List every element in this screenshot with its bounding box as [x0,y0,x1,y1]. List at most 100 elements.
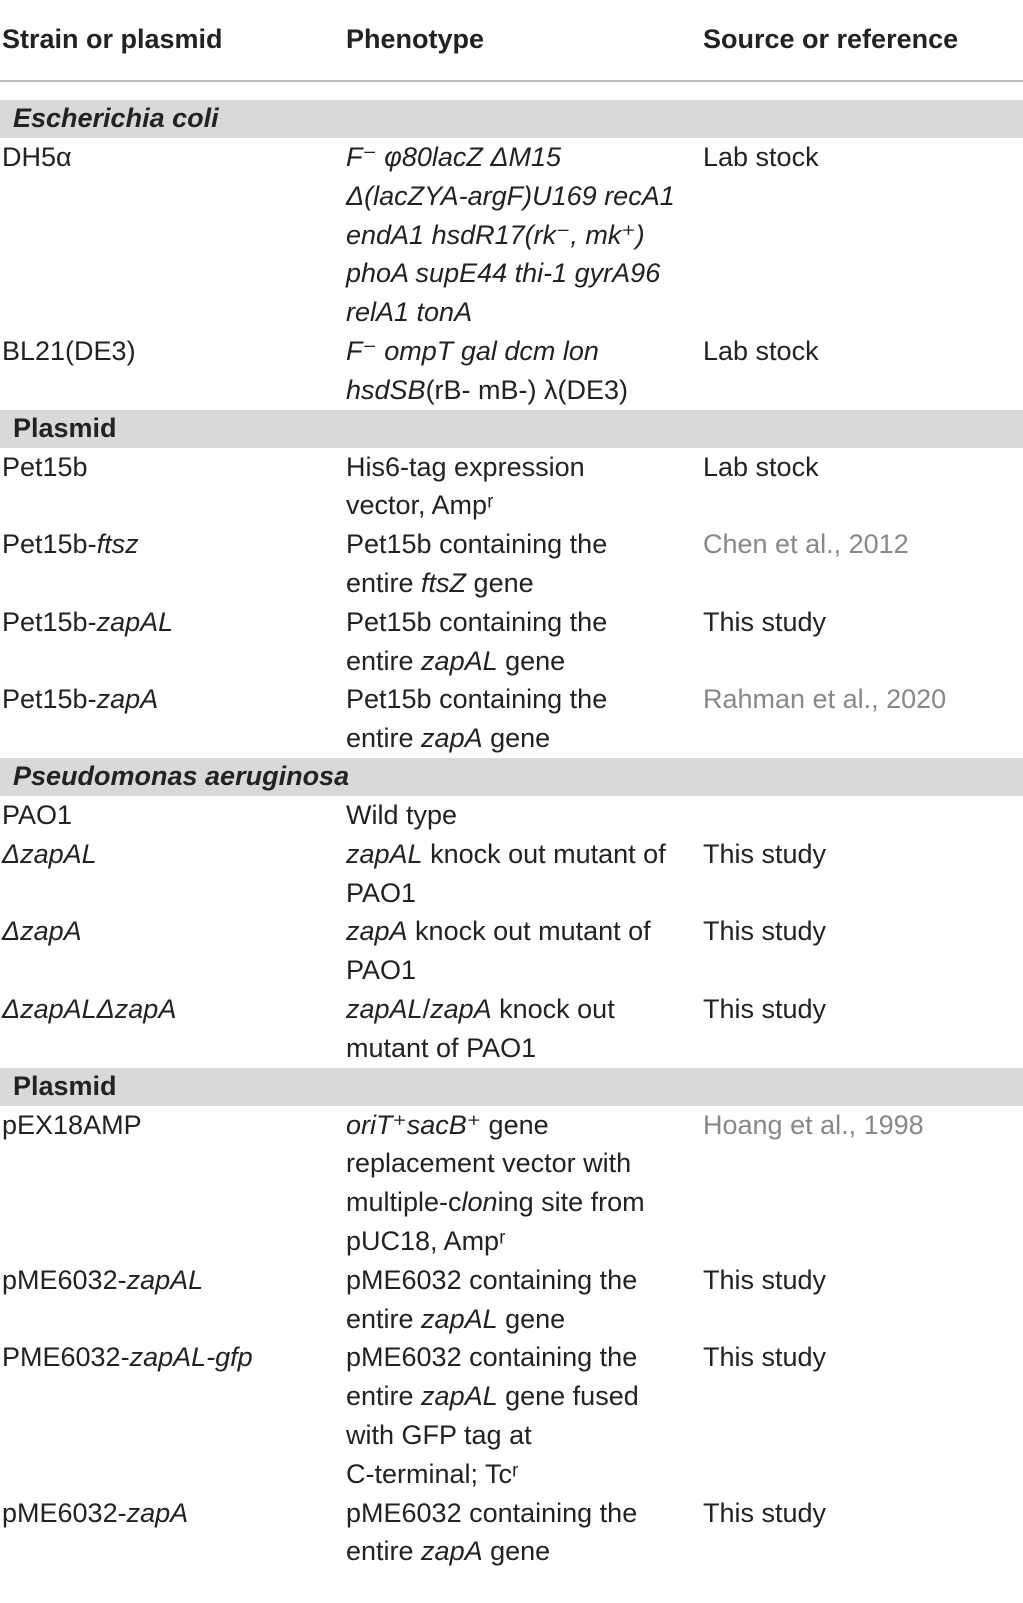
phenotype-line: entire zapA gene [346,1536,551,1567]
phenotype-cell: pME6032 containing the entire zapAL gene … [346,1338,696,1493]
table-row: pME6032-zapAL pME6032 containing the entir… [0,1261,1023,1339]
strain-name: ΔzapAL [2,838,97,869]
source-text: This study [703,1342,827,1373]
table-row: Pet15b-zapA Pet15b containing the entire z… [0,680,1023,758]
strain-cell: Pet15b [2,448,342,487]
phenotype-line: His6-tag expression [346,451,585,482]
phenotype-line: Pet15b containing the [346,606,608,637]
strain-name: PAO1 [2,799,73,830]
strain-cell: Pet15b-zapAL [2,603,342,642]
section-header: Plasmid [0,409,1023,448]
phenotype-line: pME6032 containing the [346,1497,638,1528]
strain-cell: PAO1 [2,796,342,835]
phenotype-cell: Pet15b containing the entire ftsZ gene [346,525,696,603]
reference-link[interactable]: Rahman et al., 2020 [703,680,1023,719]
phenotype-line: pME6032 containing the [346,1264,638,1295]
phenotype-line: zapAL/zapA knock out [346,993,615,1024]
strain-name: Pet15b-zapA [2,684,159,715]
phenotype-line: Pet15b containing the [346,684,608,715]
phenotype-line: entire zapAL gene fused [346,1381,639,1412]
phenotype-line: relA1 tonA [346,297,473,328]
phenotype-line: pUC18, Ampʳ [346,1225,506,1256]
reference-link[interactable]: Hoang et al., 1998 [703,1106,1023,1145]
section-header: Plasmid [0,1067,1023,1106]
source-cell: This study [703,912,1023,951]
phenotype-cell: Wild type [346,796,696,835]
source-cell: Lab stock [703,332,1023,371]
source-text: This study [703,1497,827,1528]
strain-name: ΔzapALΔzapA [2,993,177,1024]
phenotype-line: Δ(lacZYA-argF)U169 recA1 [346,180,675,211]
strain-name: BL21(DE3) [2,336,136,366]
phenotype-line: PAO1 [346,955,417,986]
phenotype-line: F⁻ ompT gal dcm lon [346,336,599,366]
strain-name: pME6032-zapA [2,1497,189,1528]
strain-cell: PME6032-zapAL-gfp [2,1338,342,1377]
phenotype-cell: Pet15b containing the entire zapAL gene [346,603,696,681]
source-cell: This study [703,835,1023,874]
strain-name: ΔzapA [2,916,82,947]
strain-cell: pME6032-zapAL [2,1261,342,1300]
source-cell: Lab stock [703,138,1023,177]
table-row: PAO1 Wild type [0,796,1023,835]
source-cell: This study [703,1494,1023,1533]
phenotype-line: pME6032 containing the [346,1342,638,1373]
phenotype-cell: pME6032 containing the entire zapAL gene [346,1261,696,1339]
phenotype-line: with GFP tag at [346,1419,532,1450]
phenotype-cell: pME6032 containing the entire zapA gene [346,1494,696,1572]
source-text: Lab stock [703,451,819,482]
header-strain: Strain or plasmid [2,24,223,54]
source-cell: This study [703,1338,1023,1377]
source-text: Rahman et al., 2020 [703,684,947,715]
strain-cell: pEX18AMP [2,1106,342,1145]
source-text: This study [703,993,827,1024]
source-text: Hoang et al., 1998 [703,1109,924,1140]
source-text: Lab stock [703,336,819,366]
section-title: Plasmid [13,1070,117,1101]
source-text: Lab stock [703,142,819,172]
phenotype-line: PAO1 [346,877,417,908]
phenotype-line: multiple-cloning site from [346,1187,645,1218]
phenotype-line: entire zapA gene [346,723,551,754]
source-text: This study [703,916,827,947]
phenotype-line: phoA supE44 thi-1 gyrA96 [346,258,661,289]
strain-cell: ΔzapALΔzapA [2,990,342,1029]
source-cell: This study [703,990,1023,1029]
phenotype-line: entire zapAL gene [346,1303,566,1334]
phenotype-cell: Pet15b containing the entire zapA gene [346,680,696,758]
table-header: Strain or plasmid Phenotype Source or re… [0,0,1023,82]
source-text: Chen et al., 2012 [703,529,909,560]
source-cell: This study [703,603,1023,642]
section-header: Escherichia coli [0,100,1023,138]
phenotype-line: F⁻ φ80lacZ ΔM15 [346,142,562,172]
phenotype-line: entire ftsZ gene [346,567,534,598]
section-header: Pseudomonas aeruginosa [0,757,1023,796]
reference-link[interactable]: Chen et al., 2012 [703,525,1023,564]
phenotype-line: Pet15b containing the [346,529,608,560]
source-cell: Lab stock [703,448,1023,487]
header-source: Source or reference [703,24,959,54]
strain-cell: DH5α [2,138,342,177]
strain-cell: ΔzapAL [2,835,342,874]
header-gap [0,82,1023,100]
strain-name: Pet15b [2,451,88,482]
strain-name: pME6032-zapAL [2,1264,204,1295]
strain-cell: ΔzapA [2,912,342,951]
phenotype-line: entire zapAL gene [346,645,566,676]
phenotype-line: vector, Ampʳ [346,490,494,521]
table-row: pME6032-zapA pME6032 containing the entire… [0,1494,1023,1572]
phenotype-cell: His6-tag expression vector, Ampʳ [346,448,696,526]
phenotype-line: oriT⁺sacB⁺ gene [346,1109,549,1140]
strain-cell: pME6032-zapA [2,1494,342,1533]
